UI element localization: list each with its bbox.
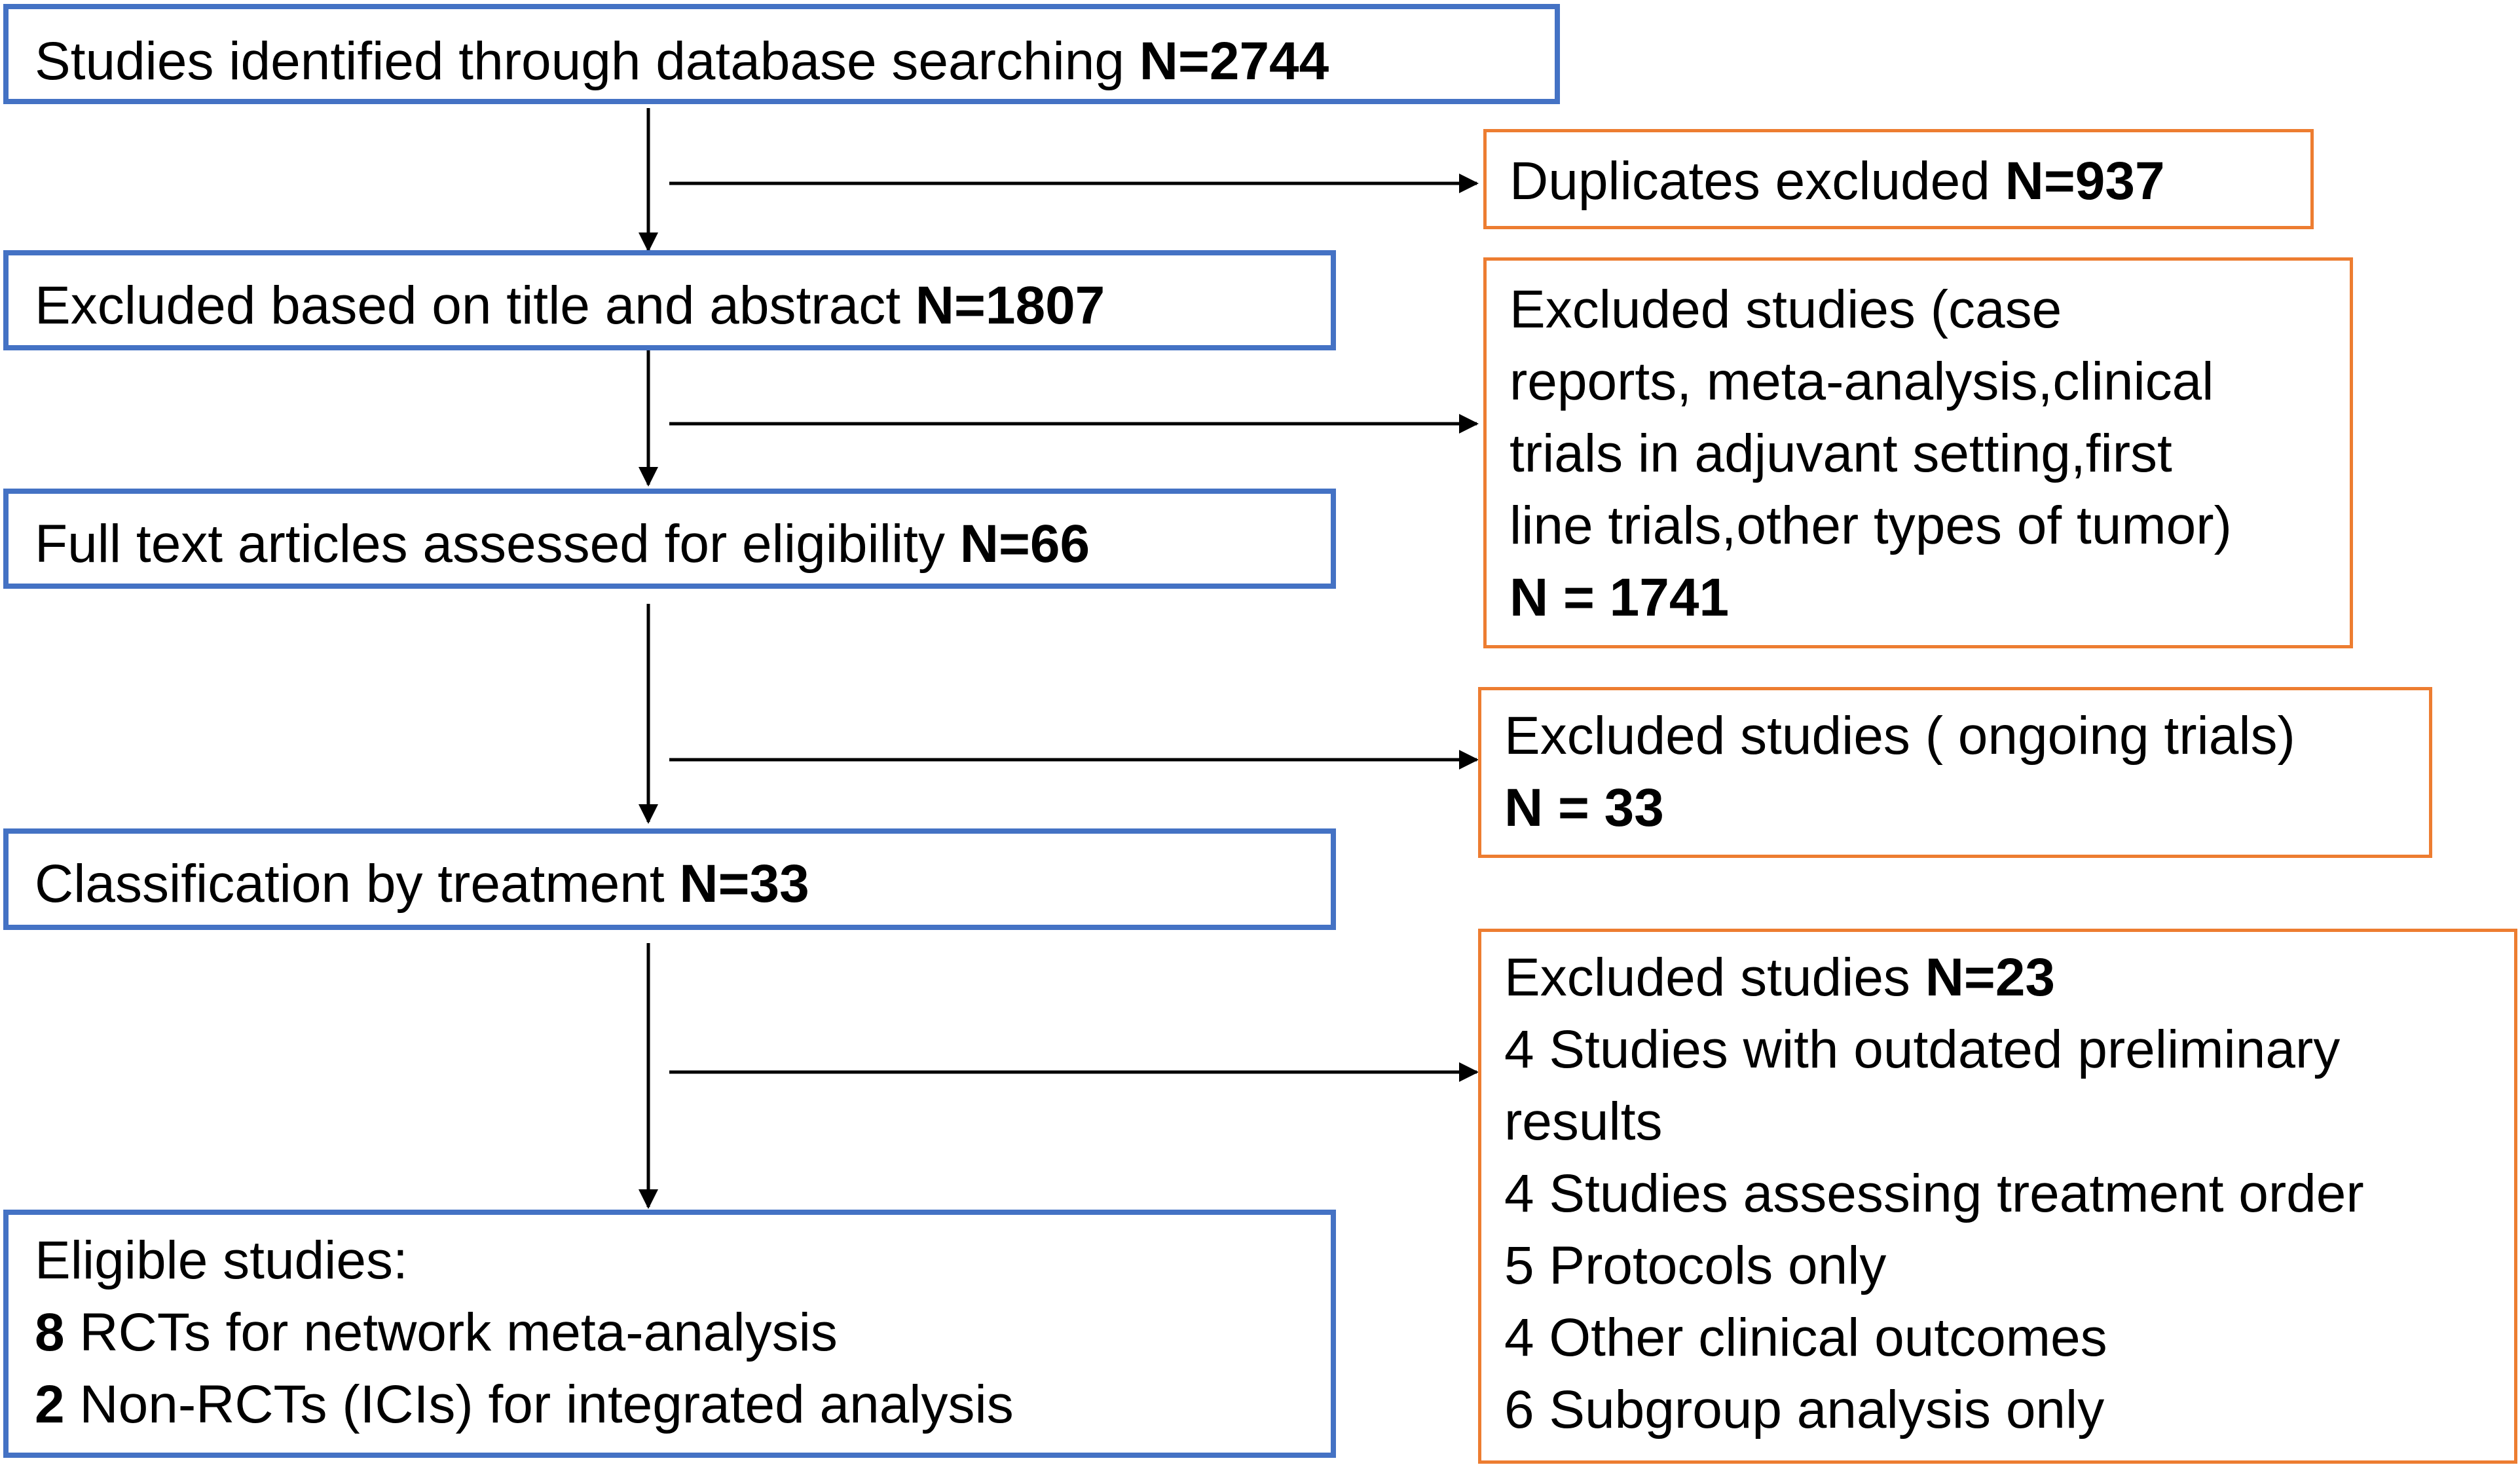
classification-count: N=33 — [679, 854, 809, 914]
identified-text: Studies identified through database sear… — [35, 31, 1140, 91]
excluded-2-box: Excluded studies ( ongoing trials) N = 3… — [1478, 687, 2432, 858]
excluded-3-item: 5 Protocols only — [1504, 1236, 1887, 1295]
identified-count: N=2744 — [1139, 31, 1329, 91]
eligible-rct-count: 8 — [35, 1303, 65, 1362]
excluded-1-line-4: line trials,other types of tumor) — [1510, 496, 2232, 555]
identified-box: Studies identified through database sear… — [3, 4, 1560, 104]
excluded-3-item: 4 Studies assessing treatment order — [1504, 1164, 2364, 1223]
excluded-2-count: N = 33 — [1504, 778, 1664, 838]
full-text-count: N=66 — [959, 514, 1090, 574]
excluded-1-box: Excluded studies (case reports, meta-ana… — [1483, 257, 2353, 648]
eligible-nonrct-text: Non-RCTs (ICIs) for integrated analysis — [64, 1375, 1014, 1434]
duplicates-count: N=937 — [2005, 151, 2165, 211]
excluded-3-item: 6 Subgroup analysis only — [1504, 1380, 2105, 1439]
excluded-1-line-3: trials in adjuvant setting,first — [1510, 424, 2172, 483]
duplicates-box: Duplicates excluded N=937 — [1483, 129, 2314, 229]
excluded-3-heading: Excluded studies — [1504, 948, 1925, 1007]
excluded-1-line-2: reports, meta-analysis,clinical — [1510, 352, 2214, 411]
title-abstract-text: Excluded based on title and abstract — [35, 276, 916, 335]
title-abstract-count: N=1807 — [915, 276, 1105, 335]
excluded-3-item: 4 Other clinical outcomes — [1504, 1308, 2107, 1367]
excluded-2-text: Excluded studies ( ongoing trials) — [1504, 706, 2295, 766]
excluded-3-box: Excluded studies N=23 4 Studies with out… — [1478, 929, 2517, 1464]
eligible-heading: Eligible studies: — [35, 1231, 408, 1290]
eligible-nonrct-count: 2 — [35, 1375, 65, 1434]
excluded-1-line-1: Excluded studies (case — [1510, 280, 2062, 339]
excluded-3-count: N=23 — [1925, 948, 2056, 1007]
classification-box: Classification by treatment N=33 — [3, 828, 1336, 930]
full-text-box: Full text articles assessed for eligibil… — [3, 489, 1336, 589]
eligible-box: Eligible studies: 8 RCTs for network met… — [3, 1210, 1336, 1458]
classification-text: Classification by treatment — [35, 854, 680, 914]
eligible-rct-text: RCTs for network meta-analysis — [64, 1303, 838, 1362]
full-text-text: Full text articles assessed for eligibil… — [35, 514, 960, 574]
excluded-3-item: 4 Studies with outdated preliminary — [1504, 1020, 2341, 1079]
title-abstract-box: Excluded based on title and abstract N=1… — [3, 250, 1336, 350]
excluded-3-item: results — [1504, 1092, 1663, 1151]
duplicates-text: Duplicates excluded — [1510, 151, 2005, 211]
excluded-1-count: N = 1741 — [1510, 568, 1730, 627]
